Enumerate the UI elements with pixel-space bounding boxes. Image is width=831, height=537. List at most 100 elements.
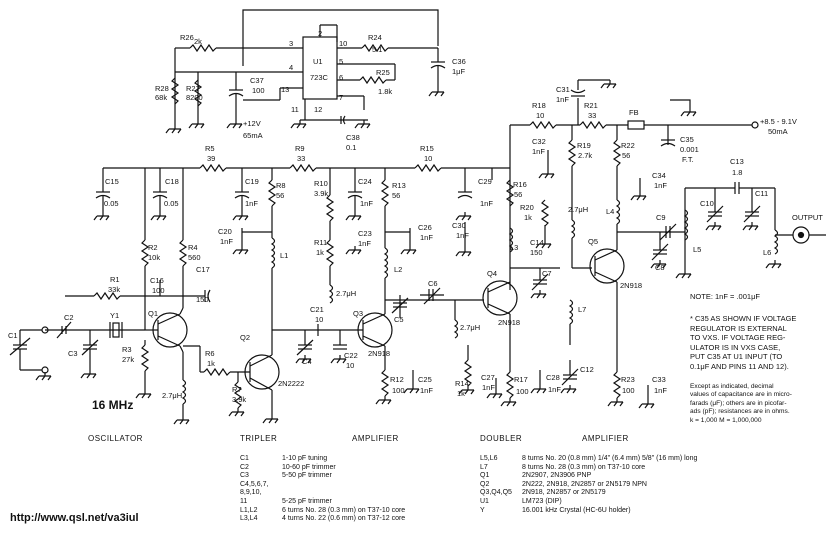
svg-text:10: 10 (346, 361, 354, 370)
svg-text:1nF: 1nF (420, 233, 433, 242)
svg-text:L7: L7 (578, 305, 586, 314)
svg-text:C30: C30 (452, 221, 466, 230)
r15-resistor (414, 163, 442, 173)
legend-description: 1-10 pF tuning (282, 455, 328, 462)
svg-text:100: 100 (152, 286, 165, 295)
amplifier1-section: R10 3.9k R11 1k 2.7μH C24 1nF C23 1nF R1… (296, 168, 455, 397)
svg-text:C11: C11 (755, 189, 768, 198)
note2-line: TO VXS. IF VOLTAGE REG- (690, 333, 786, 342)
ground-symbol (330, 355, 347, 364)
svg-text:R26: R26 (180, 33, 194, 42)
legend-description: 5-25 pF trimmer (282, 497, 332, 505)
legend-description: 16.001 kHz Crystal (HC-6U holder) (522, 506, 631, 514)
q4-transistor (482, 280, 518, 316)
svg-text:C21: C21 (310, 305, 324, 314)
svg-text:11: 11 (291, 105, 299, 114)
legend-part: U1 (480, 497, 489, 505)
ground-symbol (354, 120, 371, 129)
ground-symbol (188, 120, 205, 129)
svg-text:R12: R12 (390, 375, 404, 384)
svg-text:C27: C27 (481, 373, 495, 382)
ferrite-bead (627, 120, 645, 130)
svg-text:Q2: Q2 (240, 333, 250, 342)
svg-text:C8: C8 (655, 263, 665, 272)
svg-text:C14: C14 (530, 238, 544, 247)
source-url[interactable]: http://www.qsl.net/va3iul (10, 512, 139, 524)
svg-text:R19: R19 (577, 141, 591, 150)
svg-text:8200: 8200 (186, 93, 203, 102)
legend-part: 11 (240, 497, 248, 505)
r10-resistor (325, 194, 335, 222)
svg-text:0.05: 0.05 (164, 199, 179, 208)
svg-text:100: 100 (252, 86, 265, 95)
svg-text:1nF: 1nF (654, 181, 667, 190)
legend-part: C3 (240, 472, 249, 480)
oscillator-section: C15 0.05 R2 10k C18 0.05 R4 560 C16 100 … (8, 168, 211, 416)
ground-symbol (705, 222, 722, 231)
legend-description: LM723 (DIP) (522, 497, 562, 505)
note3-line: ads (pF); resistances are in ohms. (690, 408, 790, 416)
l7-inductor (568, 299, 574, 325)
note-capacitance: NOTE: 1nF = .001μF (690, 292, 760, 301)
rfc-oscillator (181, 379, 187, 405)
svg-text:C37: C37 (250, 76, 264, 85)
svg-text:56: 56 (514, 190, 522, 199)
svg-text:100: 100 (622, 386, 635, 395)
section-oscillator: OSCILLATOR (88, 434, 143, 443)
svg-text:100: 100 (516, 387, 529, 396)
ground-symbol (530, 385, 547, 394)
svg-text:C3: C3 (68, 349, 78, 358)
ground-symbol (262, 415, 279, 424)
r1-resistor (93, 291, 121, 301)
ground-symbol (232, 212, 249, 221)
ground-symbol (455, 212, 472, 221)
svg-text:L3: L3 (510, 243, 518, 252)
svg-text:5.1: 5.1 (372, 45, 382, 54)
svg-text:2N918: 2N918 (498, 318, 520, 327)
u1-ic (302, 36, 338, 100)
svg-text:1k: 1k (207, 359, 215, 368)
svg-text:C13: C13 (730, 157, 744, 166)
svg-text:3.9k: 3.9k (314, 189, 328, 198)
legend-description: 8 turns No. 20 (0.8 mm) 1/4" (6.4 mm) 5/… (522, 455, 698, 462)
ground-symbol (675, 270, 692, 279)
svg-text:1nF: 1nF (245, 199, 258, 208)
supply-terminal[interactable] (751, 121, 759, 129)
section-amplifier-2: AMPLIFIER (582, 434, 629, 443)
svg-text:L6: L6 (763, 248, 771, 257)
legend-description: 4 turns No. 22 (0.6 mm) on T37-12 core (282, 515, 406, 523)
legend-row: C3 5-50 pF trimmer (240, 472, 405, 481)
ground-symbol (680, 108, 697, 117)
note2-line: * C35 AS SHOWN IF VOLTAGE (690, 314, 797, 323)
svg-text:C15: C15 (105, 177, 119, 186)
legend-description: 2N2907, 2N3906 PNP (522, 472, 592, 480)
svg-text:150: 150 (196, 295, 209, 304)
svg-text:Q1: Q1 (148, 309, 158, 318)
svg-text:1nF: 1nF (360, 199, 373, 208)
r4-resistor (178, 239, 188, 267)
note2-line: PUT C35 AT U1 INPUT (TO (690, 352, 783, 361)
svg-text:R20: R20 (520, 203, 534, 212)
svg-text:FB: FB (629, 108, 639, 117)
svg-text:1nF: 1nF (556, 95, 569, 104)
svg-text:2.7μH: 2.7μH (568, 205, 588, 214)
r22-resistor (612, 139, 622, 167)
svg-text:1k: 1k (457, 389, 465, 398)
svg-text:R24: R24 (368, 33, 382, 42)
svg-text:33: 33 (297, 154, 305, 163)
svg-text:100: 100 (392, 386, 405, 395)
svg-text:7: 7 (339, 93, 343, 102)
r20-resistor (540, 199, 550, 227)
svg-text:1k: 1k (316, 248, 324, 257)
legend-description: 2N918, 2N2857 or 2N5179 (522, 489, 606, 497)
legend-description: 5-50 pF trimmer (282, 472, 332, 480)
note3-line: Except as indicated, decimal (690, 383, 774, 390)
svg-text:39: 39 (207, 154, 215, 163)
r23-resistor (612, 371, 622, 399)
svg-text:1nF: 1nF (548, 385, 561, 394)
svg-text:560: 560 (188, 253, 201, 262)
